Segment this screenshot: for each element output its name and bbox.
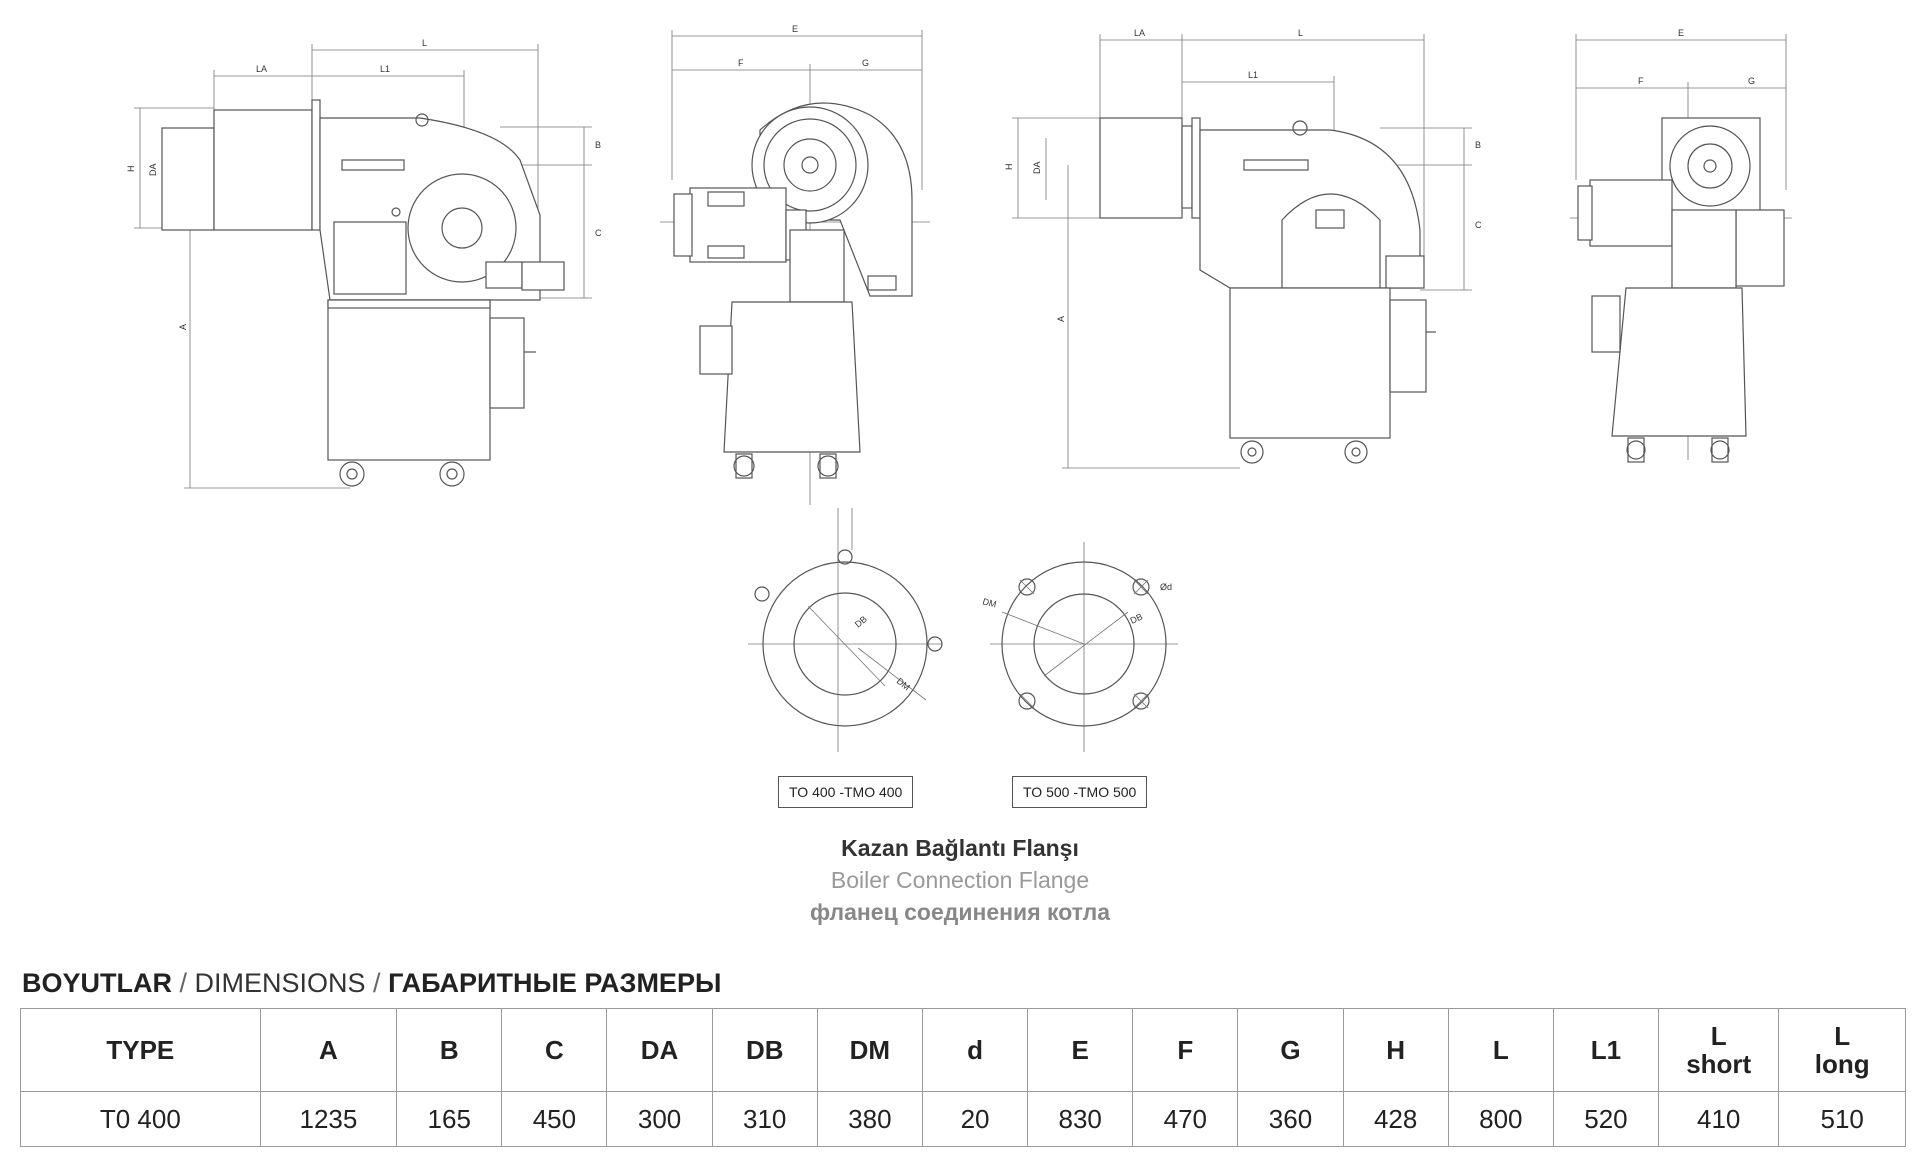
table-cell: 310	[711, 1091, 818, 1147]
flange-tag-to500: TO 500 -TMO 500	[1012, 776, 1148, 808]
column-header: E	[1027, 1008, 1134, 1092]
heading-english: DIMENSIONS	[194, 968, 366, 998]
dim-label-C: C	[595, 228, 602, 238]
front-view-1: E F G	[660, 24, 930, 505]
column-header: A	[259, 1008, 398, 1092]
dim-label-F-2: F	[1638, 76, 1644, 86]
table-cell: 165	[396, 1091, 503, 1147]
heading-separator-1: /	[172, 968, 195, 998]
dim-label-H: H	[126, 166, 136, 173]
dim-label-G-2: G	[1748, 76, 1755, 86]
dim-label-L1-2: L1	[1248, 70, 1258, 80]
dim-label-C-2: C	[1475, 220, 1482, 230]
table-cell: 20	[921, 1091, 1029, 1147]
dim-label-L1: L1	[380, 64, 390, 74]
dim-label-A: A	[178, 324, 188, 330]
dim-label-DA-2: DA	[1032, 161, 1042, 174]
table-cell: 428	[1342, 1091, 1449, 1147]
table-cell: 830	[1027, 1091, 1134, 1147]
table-cell: 800	[1447, 1091, 1554, 1147]
caption-english: Boiler Connection Flange	[830, 867, 1090, 893]
column-header: F	[1132, 1008, 1239, 1092]
side-view-2: LA L L1 H DA A B C	[1004, 28, 1482, 469]
flange-tag-to400: TO 400 -TMO 400	[778, 776, 914, 808]
table-cell: 300	[606, 1091, 713, 1147]
flange1-label-DB: DB	[853, 614, 869, 630]
flange2-label-DB: DB	[1129, 611, 1145, 625]
dim-label-G: G	[862, 58, 869, 68]
flange-diagram-to500: DM DB Ød	[981, 542, 1178, 752]
column-header: B	[396, 1008, 503, 1092]
column-header: L1	[1552, 1008, 1660, 1092]
column-header: H	[1342, 1008, 1449, 1092]
table-cell: 380	[816, 1091, 923, 1147]
front-view-2: E F G	[1570, 28, 1792, 463]
column-header: DM	[816, 1008, 923, 1092]
caption-russian: фланец соединения котла	[809, 899, 1111, 925]
dim-label-L-2: L	[1298, 28, 1303, 38]
dim-label-L: L	[422, 38, 427, 48]
column-header: DA	[606, 1008, 713, 1092]
flange-diagram-to400: DB DM	[748, 508, 943, 752]
caption-turkish: Kazan Bağlantı Flanşı	[841, 835, 1079, 861]
column-header: L	[1447, 1008, 1554, 1092]
table-cell: 520	[1552, 1091, 1660, 1147]
dim-label-F: F	[738, 58, 744, 68]
flange2-label-DM: DM	[981, 596, 997, 609]
dim-label-A-2: A	[1056, 316, 1066, 322]
column-header: DB	[711, 1008, 818, 1092]
table-cell: T0 400	[20, 1091, 261, 1147]
heading-russian: ГАБАРИТНЫЕ РАЗМЕРЫ	[388, 968, 722, 998]
flange-caption: Kazan Bağlantı Flanşı Boiler Connection …	[0, 832, 1920, 928]
column-header: G	[1237, 1008, 1344, 1092]
heading-separator-2: /	[365, 968, 389, 998]
table-cell: 410	[1658, 1091, 1780, 1147]
column-header: C	[501, 1008, 608, 1092]
dim-label-E: E	[792, 24, 798, 34]
heading-turkish: BOYUTLAR	[22, 968, 172, 998]
dim-label-B: B	[595, 140, 601, 150]
table-cell: 360	[1237, 1091, 1344, 1147]
technical-drawings: L LA L1 H DA A B C	[126, 24, 1792, 752]
dim-label-DA: DA	[148, 163, 158, 176]
table-cell: 510	[1778, 1091, 1906, 1147]
dim-label-LA-2: LA	[1134, 28, 1145, 38]
table-cell: 450	[501, 1091, 608, 1147]
dim-label-E-2: E	[1678, 28, 1684, 38]
flange2-label-d: Ød	[1160, 582, 1172, 592]
table-cell: 470	[1132, 1091, 1239, 1147]
dim-label-LA: LA	[256, 64, 267, 74]
dim-label-B-2: B	[1475, 140, 1481, 150]
side-view-1: L LA L1 H DA A B C	[126, 38, 602, 489]
column-header: TYPE	[20, 1008, 261, 1092]
dimensions-heading: BOYUTLAR / DIMENSIONS / ГАБАРИТНЫЕ РАЗМЕ…	[22, 968, 721, 999]
table-cell: 1235	[259, 1091, 398, 1147]
column-header: d	[921, 1008, 1029, 1092]
dim-label-H-2: H	[1004, 164, 1014, 171]
